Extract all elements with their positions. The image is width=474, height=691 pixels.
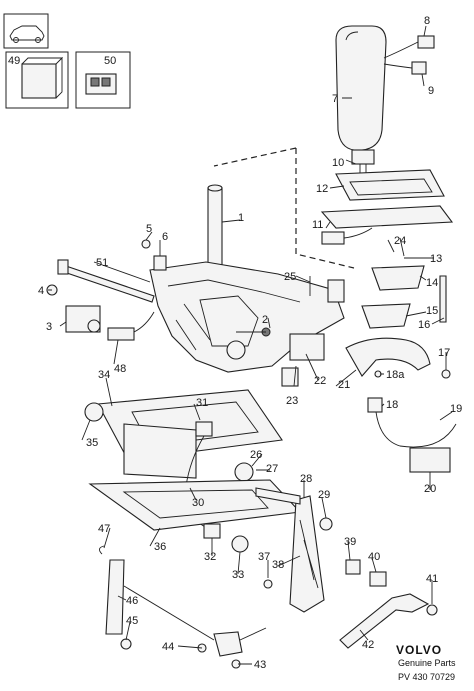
callout-3: 3: [46, 321, 52, 333]
callout-2: 2: [262, 314, 268, 326]
gate-plates: [320, 169, 454, 245]
callout-38: 38: [272, 559, 284, 571]
callout-5: 5: [146, 223, 152, 235]
callout-42: 42: [362, 639, 374, 651]
assembly-outline: [213, 147, 355, 269]
callout-47: 47: [98, 523, 110, 535]
callout-31: 31: [196, 397, 208, 409]
callout-36: 36: [154, 541, 166, 553]
callout-43: 43: [254, 659, 266, 671]
callout-30: 30: [192, 497, 204, 509]
callout-46: 46: [126, 595, 138, 607]
solenoid: [65, 305, 155, 341]
callout-18a: 18a: [386, 369, 405, 381]
selector-arm: [255, 487, 438, 649]
leader-lines: [48, 25, 453, 665]
callout-14: 14: [426, 277, 438, 289]
callout-33: 33: [232, 569, 244, 581]
callout-35: 35: [86, 437, 98, 449]
grommets: [203, 523, 249, 553]
callout-27: 27: [266, 463, 278, 475]
callout-40: 40: [368, 551, 380, 563]
callout-labels: 1 2 3 4 5 6 7 8 9 10 11 12 13 14 15 16 1…: [8, 15, 462, 671]
branding-block: VOLVO Genuine Parts PV 430 70729: [396, 643, 456, 682]
wiring-harness: [367, 397, 457, 473]
callout-51: 51: [96, 257, 108, 269]
car-inset: [3, 13, 49, 49]
callout-6: 6: [162, 231, 168, 243]
callout-10: 10: [332, 157, 344, 169]
linkage-rod: [99, 545, 267, 669]
callout-37: 37: [258, 551, 270, 563]
callout-39: 39: [344, 536, 356, 548]
callout-1: 1: [238, 212, 244, 224]
callout-12: 12: [316, 183, 328, 195]
brand-name: VOLVO: [396, 643, 442, 657]
callout-7: 7: [332, 93, 338, 105]
callout-21: 21: [338, 379, 350, 391]
callout-20: 20: [424, 483, 436, 495]
brand-subtitle: Genuine Parts: [398, 658, 456, 668]
callout-26: 26: [250, 449, 262, 461]
inset-box-50: [75, 51, 131, 109]
right-side-parts: [281, 257, 451, 387]
callout-25: 25: [284, 271, 296, 283]
callout-17: 17: [438, 347, 450, 359]
callout-18: 18: [386, 399, 398, 411]
callout-19: 19: [450, 403, 462, 415]
small-fasteners: [141, 239, 345, 303]
callout-9: 9: [428, 85, 434, 97]
callout-45: 45: [126, 615, 138, 627]
callout-22: 22: [314, 375, 326, 387]
part-reference: PV 430 70729: [398, 672, 455, 682]
callout-29: 29: [318, 489, 330, 501]
callout-50: 50: [104, 55, 116, 67]
callout-49: 49: [8, 55, 20, 67]
callout-44: 44: [162, 641, 174, 653]
callout-4: 4: [38, 285, 44, 297]
switch-connectors: [383, 35, 435, 75]
callout-24: 24: [394, 235, 406, 247]
callout-41: 41: [426, 573, 438, 585]
callout-11: 11: [312, 219, 323, 231]
callout-34: 34: [98, 369, 110, 381]
callout-13: 13: [430, 253, 442, 265]
callout-32: 32: [204, 551, 216, 563]
callout-16: 16: [418, 319, 430, 331]
callout-8: 8: [424, 15, 430, 27]
gear-knob: [335, 25, 387, 178]
callout-15: 15: [426, 305, 438, 317]
callout-28: 28: [300, 473, 312, 485]
callout-48: 48: [114, 363, 126, 375]
inset-box-49: [5, 51, 69, 109]
through-bolt: [46, 259, 155, 303]
callout-23: 23: [286, 395, 298, 407]
console-frame: [84, 389, 283, 531]
